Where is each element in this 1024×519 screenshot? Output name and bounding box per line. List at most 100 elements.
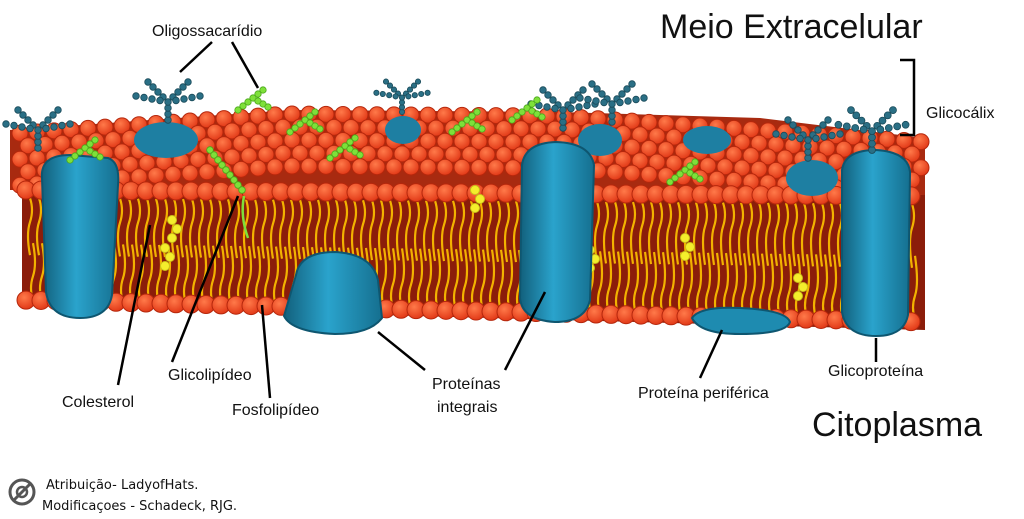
phospholipid-head xyxy=(623,138,641,156)
phospholipid-head xyxy=(121,155,139,173)
sugar-unit xyxy=(172,96,180,105)
sugar-unit xyxy=(144,78,152,86)
fatty-acid-tail xyxy=(830,254,838,319)
phospholipid-head xyxy=(470,158,488,176)
sugar-unit xyxy=(893,122,902,131)
phospholipid-head xyxy=(725,119,743,137)
fatty-acid-tail xyxy=(764,202,772,266)
phospholipid-head xyxy=(427,119,445,137)
sugar-unit xyxy=(179,83,187,91)
phospholipid-head xyxy=(444,145,462,163)
sugar-unit xyxy=(623,85,631,93)
fatty-acid-tail xyxy=(305,199,313,260)
fatty-acid-tail xyxy=(458,200,466,262)
leader-proteinas-1 xyxy=(377,331,426,371)
fatty-acid-tail xyxy=(812,254,820,318)
surface-protein-right xyxy=(786,160,838,196)
sugar-unit xyxy=(828,131,836,140)
fatty-acid-tail xyxy=(497,249,505,311)
phospholipid-head xyxy=(733,159,751,177)
fatty-acid-tail xyxy=(692,202,700,265)
sugar-unit xyxy=(156,96,164,105)
integral-protein-bottom xyxy=(282,250,384,336)
glycolipid-sugar-chain xyxy=(666,158,704,186)
sugar-unit xyxy=(593,85,601,93)
sugar-unit xyxy=(311,108,319,116)
sugar-unit xyxy=(528,100,536,108)
sugar-unit xyxy=(414,78,422,85)
sugar-unit xyxy=(819,121,827,129)
fatty-acid-tail xyxy=(404,200,412,261)
sugar-unit xyxy=(676,170,684,178)
phospholipid-head xyxy=(232,160,250,178)
phospholipid-head xyxy=(351,106,369,124)
fatty-acid-tail xyxy=(452,249,460,310)
glycoprotein-sugar-tree xyxy=(2,106,74,152)
sugar-unit xyxy=(794,126,802,134)
sugar-unit xyxy=(478,125,486,133)
sugar-unit xyxy=(518,108,526,116)
phospholipid-head xyxy=(419,106,437,124)
leader-colesterol xyxy=(116,224,152,386)
phospholipid-head xyxy=(657,141,675,159)
title-cytoplasm: Citoplasma xyxy=(812,406,982,444)
fatty-acid-tail xyxy=(908,203,916,268)
peripheral-protein xyxy=(690,306,792,336)
phospholipid-head xyxy=(138,154,156,172)
sugar-unit xyxy=(148,95,156,103)
label-proteina-periferica: Proteína periférica xyxy=(638,385,769,402)
credit: Atribuição- LadyofHats. Modificaçoes - S… xyxy=(8,478,237,514)
sugar-unit xyxy=(424,89,431,96)
sugar-unit xyxy=(154,88,162,96)
sugar-unit xyxy=(264,103,272,111)
fatty-acid-tail xyxy=(431,200,439,262)
phospholipid-head xyxy=(640,165,658,183)
phospholipid-head xyxy=(665,154,683,172)
sugar-unit xyxy=(544,91,552,99)
cholesterol-ring xyxy=(685,242,695,252)
sugar-unit xyxy=(390,86,398,93)
sugar-unit xyxy=(58,121,66,130)
sugar-unit xyxy=(76,148,84,156)
sugar-unit xyxy=(901,120,910,129)
phospholipid-head xyxy=(631,126,649,144)
phospholipid-head xyxy=(342,119,360,137)
phospholipid-head xyxy=(223,148,241,166)
sugar-unit xyxy=(226,171,234,179)
phospholipid-head xyxy=(648,127,666,145)
sugar-unit xyxy=(883,111,892,120)
fatty-acid-tail xyxy=(611,201,619,264)
sugar-unit xyxy=(453,124,461,132)
fatty-acid-tail xyxy=(269,199,277,259)
sugar-unit xyxy=(559,106,567,114)
phospholipid-head xyxy=(453,132,471,150)
fatty-acid-tail xyxy=(134,198,142,257)
sugar-unit xyxy=(386,82,394,89)
phospholipid-head xyxy=(79,119,97,137)
sugar-unit xyxy=(468,112,476,120)
sugar-unit xyxy=(10,121,18,130)
sugar-unit xyxy=(852,111,861,120)
fatty-acid-tail xyxy=(767,253,775,317)
sugar-unit xyxy=(539,86,547,94)
fatty-acid-tail xyxy=(407,248,415,309)
sugar-unit xyxy=(316,125,324,133)
phospholipid-head xyxy=(631,152,649,170)
sugar-unit xyxy=(551,104,559,113)
title-extracellular: Meio Extracelular xyxy=(660,8,923,46)
phospholipid-head xyxy=(308,144,326,162)
sugar-unit xyxy=(66,156,74,164)
phospholipid-head xyxy=(504,133,522,151)
glycolipid-sugar-chain xyxy=(286,108,324,136)
phospholipid-head xyxy=(198,111,216,129)
sugar-unit xyxy=(66,120,74,128)
sugar-unit xyxy=(132,92,140,100)
phospholipid-head xyxy=(623,112,641,130)
phospholipid-head xyxy=(835,140,853,158)
phospholipid-head xyxy=(402,158,420,176)
phospholipid-head xyxy=(300,157,318,175)
fatty-acid-tail xyxy=(737,202,745,266)
sugar-unit xyxy=(331,150,339,158)
sugar-unit xyxy=(379,90,386,98)
sugar-unit xyxy=(671,174,679,182)
